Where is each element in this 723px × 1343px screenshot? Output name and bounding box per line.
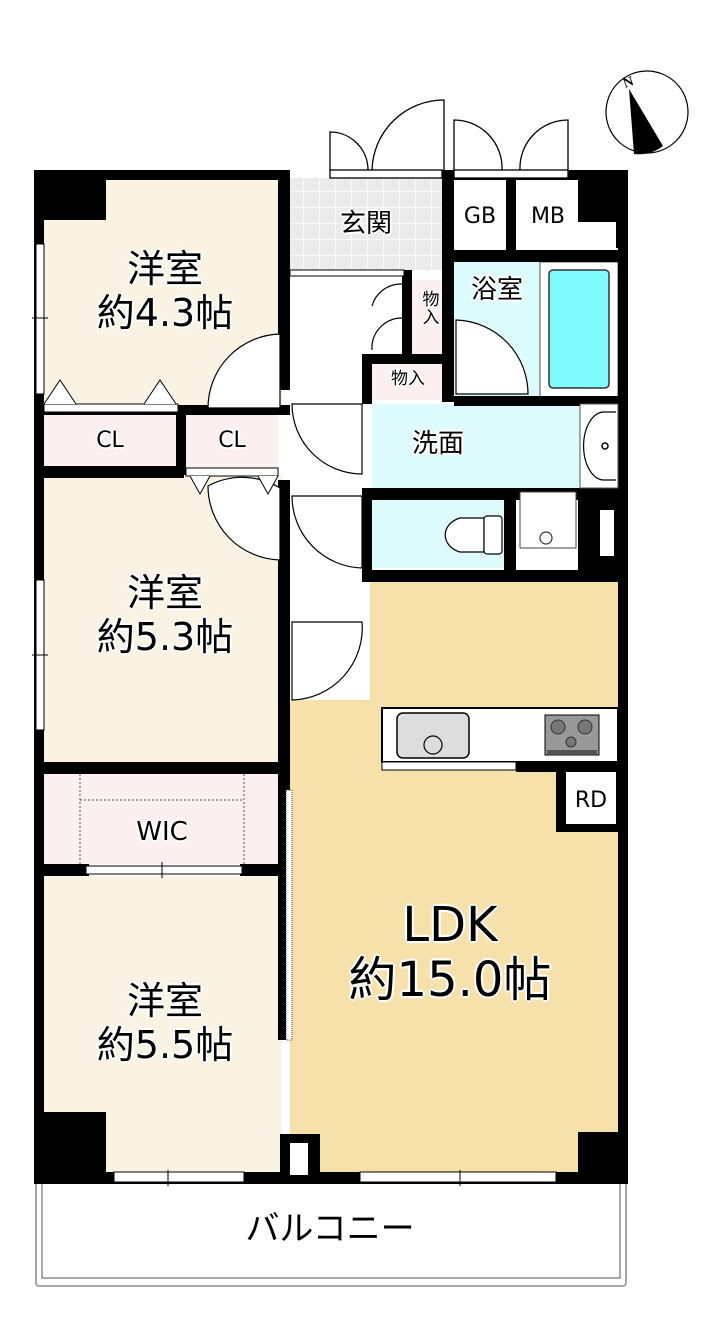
balcony-label: バルコニー: [245, 1209, 415, 1249]
western-room-3-label: 洋室 約5.5帖: [96, 979, 234, 1067]
wic-label: WIC: [136, 817, 188, 847]
balcony: [35, 1171, 627, 1287]
entrance-floor: [290, 178, 442, 270]
western-room-2-label: 洋室 約5.3帖: [96, 571, 234, 659]
kitchen-counter: [381, 707, 619, 771]
storage-1-floor: [412, 280, 444, 354]
washroom-label: 洗面: [411, 429, 464, 459]
closet-2-floor: [186, 414, 278, 470]
closet-doors: [43, 379, 279, 496]
rd-box: [566, 772, 616, 824]
meter-box-label: MB: [530, 204, 566, 229]
sliding-partition: [285, 789, 293, 1041]
toilet-fixture: [444, 515, 503, 555]
entrance-label: 玄関: [339, 209, 392, 239]
closet-1-floor: [44, 414, 178, 470]
gb-box: [454, 180, 506, 250]
washbasin: [579, 403, 619, 489]
wic-floor: [44, 772, 280, 864]
refrigerator-label: RD: [574, 788, 608, 813]
wic-shelves: [79, 774, 245, 864]
closet-2-label: CL: [218, 428, 246, 453]
windows: [32, 243, 557, 1186]
floor-drain: [539, 531, 553, 545]
wall-socket-box: [596, 506, 618, 560]
interior-doors: [207, 283, 529, 701]
bathtub: [548, 269, 610, 389]
pillar-void: [290, 1143, 308, 1175]
western-room-1-label: 洋室 約4.3帖: [96, 247, 234, 335]
storage-2-floor: [372, 364, 444, 400]
closet-1-label: CL: [96, 428, 124, 453]
entrance-doors: [329, 99, 569, 179]
bathroom-label: 浴室: [470, 275, 523, 305]
storage-2-label: 物入: [391, 369, 425, 389]
gas-box-label: GB: [463, 204, 497, 229]
ldk-label: LDK 約15.0帖: [348, 897, 552, 1009]
storage-1-label: 物入: [418, 290, 439, 326]
stove: [544, 714, 600, 756]
compass-icon: N: [605, 70, 689, 155]
svg-text:N: N: [621, 74, 636, 92]
entrance-step: [289, 269, 405, 277]
washroom-floor: [372, 404, 580, 490]
mb-step: [578, 222, 616, 248]
